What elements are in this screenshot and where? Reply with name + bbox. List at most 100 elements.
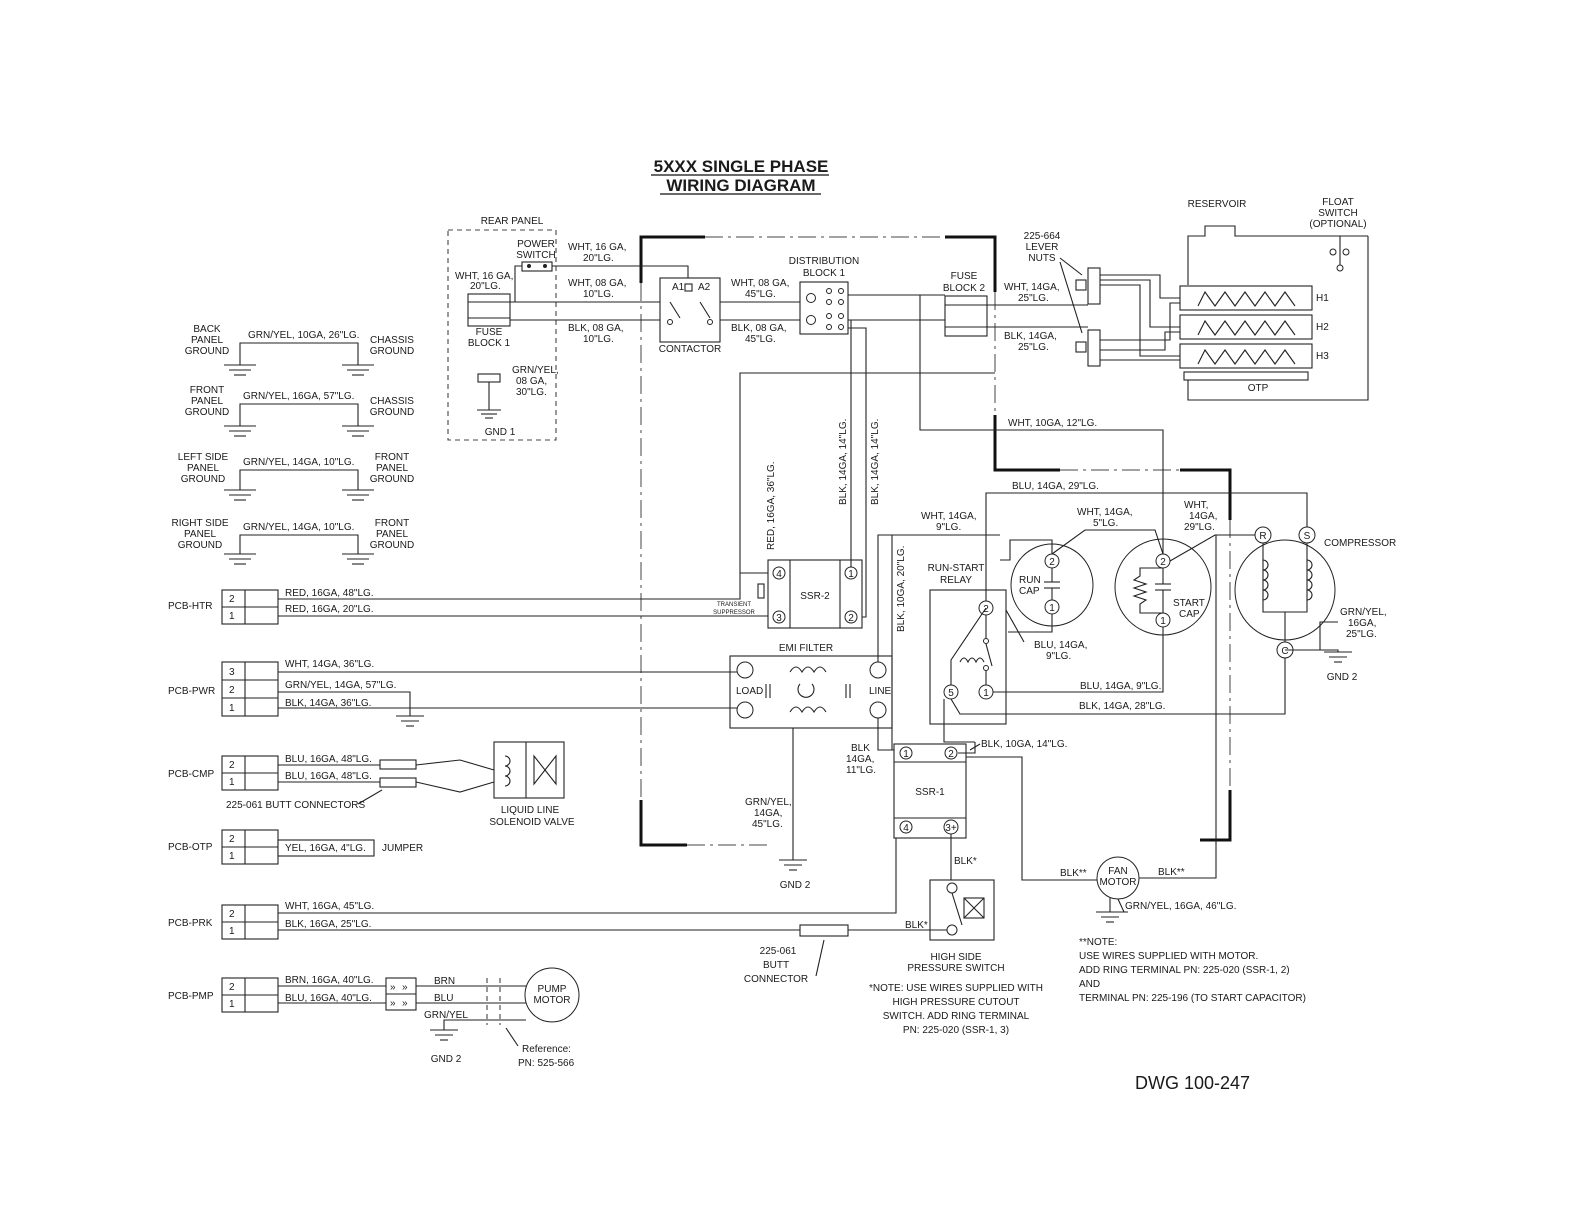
blk08-label-2: 10"LG. (583, 334, 614, 345)
note-dstar-2: USE WIRES SUPPLIED WITH MOTOR. (1079, 951, 1258, 962)
svg-text:»: » (402, 998, 408, 1009)
contactor: A1 A2 CONTACTOR (659, 277, 721, 355)
heater-h1: H1 (1179, 285, 1329, 311)
startcap-pin-2: 2 (1160, 557, 1166, 568)
runcap-label-2: CAP (1019, 586, 1040, 597)
ground-terminal-gnd1 (477, 373, 501, 383)
wht14-25-label-1: WHT, 14GA, (1004, 282, 1060, 293)
pcb-cmp-wire-2: BLU, 16GA, 48"LG. (285, 771, 372, 782)
pcb-cmp-pin-2: 2 (229, 760, 235, 771)
pwr-wires: GND 2 GRN/YEL, 14GA, 45"LG. BLK, 10GA, 2… (278, 534, 907, 891)
gr2-right-1: CHASSIS (370, 396, 414, 407)
pcb-prk-pin-1: 1 (229, 926, 235, 937)
fuse-block-1 (467, 293, 511, 327)
pcb-otp-wire: YEL, 16GA, 4"LG. (285, 843, 366, 854)
pcb-prk-wire-2: BLK, 16GA, 25"LG. (285, 919, 371, 930)
ssr2-pin-3: 3 (776, 613, 782, 624)
blu14-9-relay-label-2: 9"LG. (1046, 651, 1071, 662)
butt-connector-prk: 225-061 BUTT CONNECTOR (744, 924, 849, 985)
gr3-right-1: FRONT (375, 452, 409, 463)
pmp-grnyel: GRN/YEL (424, 1010, 468, 1021)
ssr2-pin-2: 2 (848, 613, 854, 624)
note-star-3: SWITCH. ADD RING TERMINAL (883, 1011, 1030, 1022)
ssr-2: 4 3 1 2 SSR-2 TRANSIENT SUPPRESSOR (713, 559, 863, 629)
blk14-25-label-1: BLK, 14GA, (1004, 331, 1057, 342)
liquid-line-solenoid-valve: LIQUID LINE SOLENOID VALVE (489, 741, 575, 828)
blk10-14-label: BLK, 10GA, 14"LG. (981, 739, 1067, 750)
gr1-left-3: GROUND (185, 346, 229, 357)
gr1-right-1: CHASSIS (370, 335, 414, 346)
contactor-a1: A1 (672, 282, 685, 293)
pcb-htr-label: PCB-HTR (168, 601, 212, 612)
red16-36-label: RED, 16GA, 36"LG. (766, 461, 777, 550)
heater-h3: H3 (1179, 343, 1329, 369)
blk-dstar-2: BLK** (1158, 867, 1185, 878)
fuse-block-1-label-2: BLOCK 1 (468, 338, 511, 349)
emi-load-label: LOAD (736, 686, 763, 697)
gr4-wire: GRN/YEL, 14GA, 10"LG. (243, 522, 354, 533)
otp-jumper (277, 839, 375, 857)
comp-s: S (1304, 531, 1311, 542)
startcap-label-2: CAP (1179, 609, 1200, 620)
ssr2-pin-1: 1 (848, 569, 854, 580)
pcb-pwr-wire-2: GRN/YEL, 14GA, 57"LG. (285, 680, 396, 691)
gr2-right-2: GROUND (370, 407, 414, 418)
dist-block-label-1: DISTRIBUTION (789, 256, 860, 267)
lever-nuts: 225-664 LEVER NUTS (1024, 231, 1101, 367)
blk14-11-label-3: 11"LG. (846, 765, 876, 776)
pump-motor-label-1: PUMP (538, 984, 567, 995)
butt-connector-label-1: 225-061 (760, 946, 797, 957)
pcb-prk-label: PCB-PRK (168, 918, 213, 929)
ground-row-right-side: RIGHT SIDE PANEL GROUND GRN/YEL, 14GA, 1… (171, 518, 414, 565)
wht14-5-label-1: WHT, 14GA, (1077, 507, 1133, 518)
pump-motor-label-2: MOTOR (533, 995, 570, 1006)
otp-label: OTP (1248, 383, 1269, 394)
gr4-right-3: GROUND (370, 540, 414, 551)
gr3-left-3: GROUND (181, 474, 225, 485)
lever-nuts-label-2: LEVER (1026, 242, 1059, 253)
svg-text:»: » (402, 982, 408, 993)
gr2-wire: GRN/YEL, 16GA, 57"LG. (243, 391, 354, 402)
ground-row-back-panel: BACK PANEL GROUND GRN/YEL, 10GA, 26"LG. … (185, 324, 414, 376)
grnyel14-label-3: 45"LG. (752, 819, 783, 830)
relay-label-1: RUN-START (928, 563, 985, 574)
contactor-a2: A2 (698, 282, 711, 293)
butt-connector-b (379, 777, 417, 788)
ssr1-pin-3plus: 3+ (945, 823, 957, 834)
note-star-4: PN: 225-020 (SSR-1, 3) (903, 1025, 1009, 1036)
distribution-block: DISTRIBUTION BLOCK 1 (789, 256, 860, 335)
gr3-right-3: GROUND (370, 474, 414, 485)
blk14-14a-label: BLK, 14GA, 14"LG. (838, 419, 849, 505)
wht08-label-2: 10"LG. (583, 289, 614, 300)
gnd2-mid-label: GND 2 (780, 880, 811, 891)
gr3-wire: GRN/YEL, 14GA, 10"LG. (243, 457, 354, 468)
grnyel16-25-label-3: 25"LG. (1346, 629, 1377, 640)
h1-label: H1 (1316, 293, 1329, 304)
runcap-pin-2: 2 (1049, 557, 1055, 568)
pmp-brn: BRN (434, 976, 455, 987)
relay-pin-1: 1 (983, 688, 989, 699)
wht16-left-label-2: 20"LG. (470, 281, 501, 292)
fan-motor-label-2: MOTOR (1099, 877, 1136, 888)
pcb-pwr-wire-1: WHT, 14GA, 36"LG. (285, 659, 374, 670)
blk14-11-label-2: 14GA, (846, 754, 874, 765)
gr3-right-2: PANEL (376, 463, 408, 474)
heater-h2: H2 (1179, 314, 1329, 340)
note-dstar-4: AND (1079, 979, 1100, 990)
butt-connector-label-3: CONNECTOR (744, 974, 808, 985)
jumper-label: JUMPER (382, 843, 423, 854)
blk14-11-label-1: BLK (851, 743, 870, 754)
gr2-left-1: FRONT (190, 385, 224, 396)
transient-label-2: SUPPRESSOR (713, 610, 755, 616)
pcb-pwr-pin-3: 3 (229, 667, 235, 678)
high-side-label-2: PRESSURE SWITCH (907, 963, 1004, 974)
diagram-title: 5XXX SINGLE PHASE WIRING DIAGRAM (651, 157, 829, 195)
grnyel08-label-1: GRN/YEL, (512, 365, 559, 376)
pcb-prk-wire-1: WHT, 16GA, 45"LG. (285, 901, 374, 912)
blk14-14b-label: BLK, 14GA, 14"LG. (870, 419, 881, 505)
note-dstar-5: TERMINAL PN: 225-196 (TO START CAPACITOR… (1079, 993, 1306, 1004)
ssr1-label: SSR-1 (915, 787, 945, 798)
pcb-prk-pin-2: 2 (229, 909, 235, 920)
blk10-20-label: BLK, 10GA, 20"LG. (896, 546, 907, 632)
gr2-left-3: GROUND (185, 407, 229, 418)
